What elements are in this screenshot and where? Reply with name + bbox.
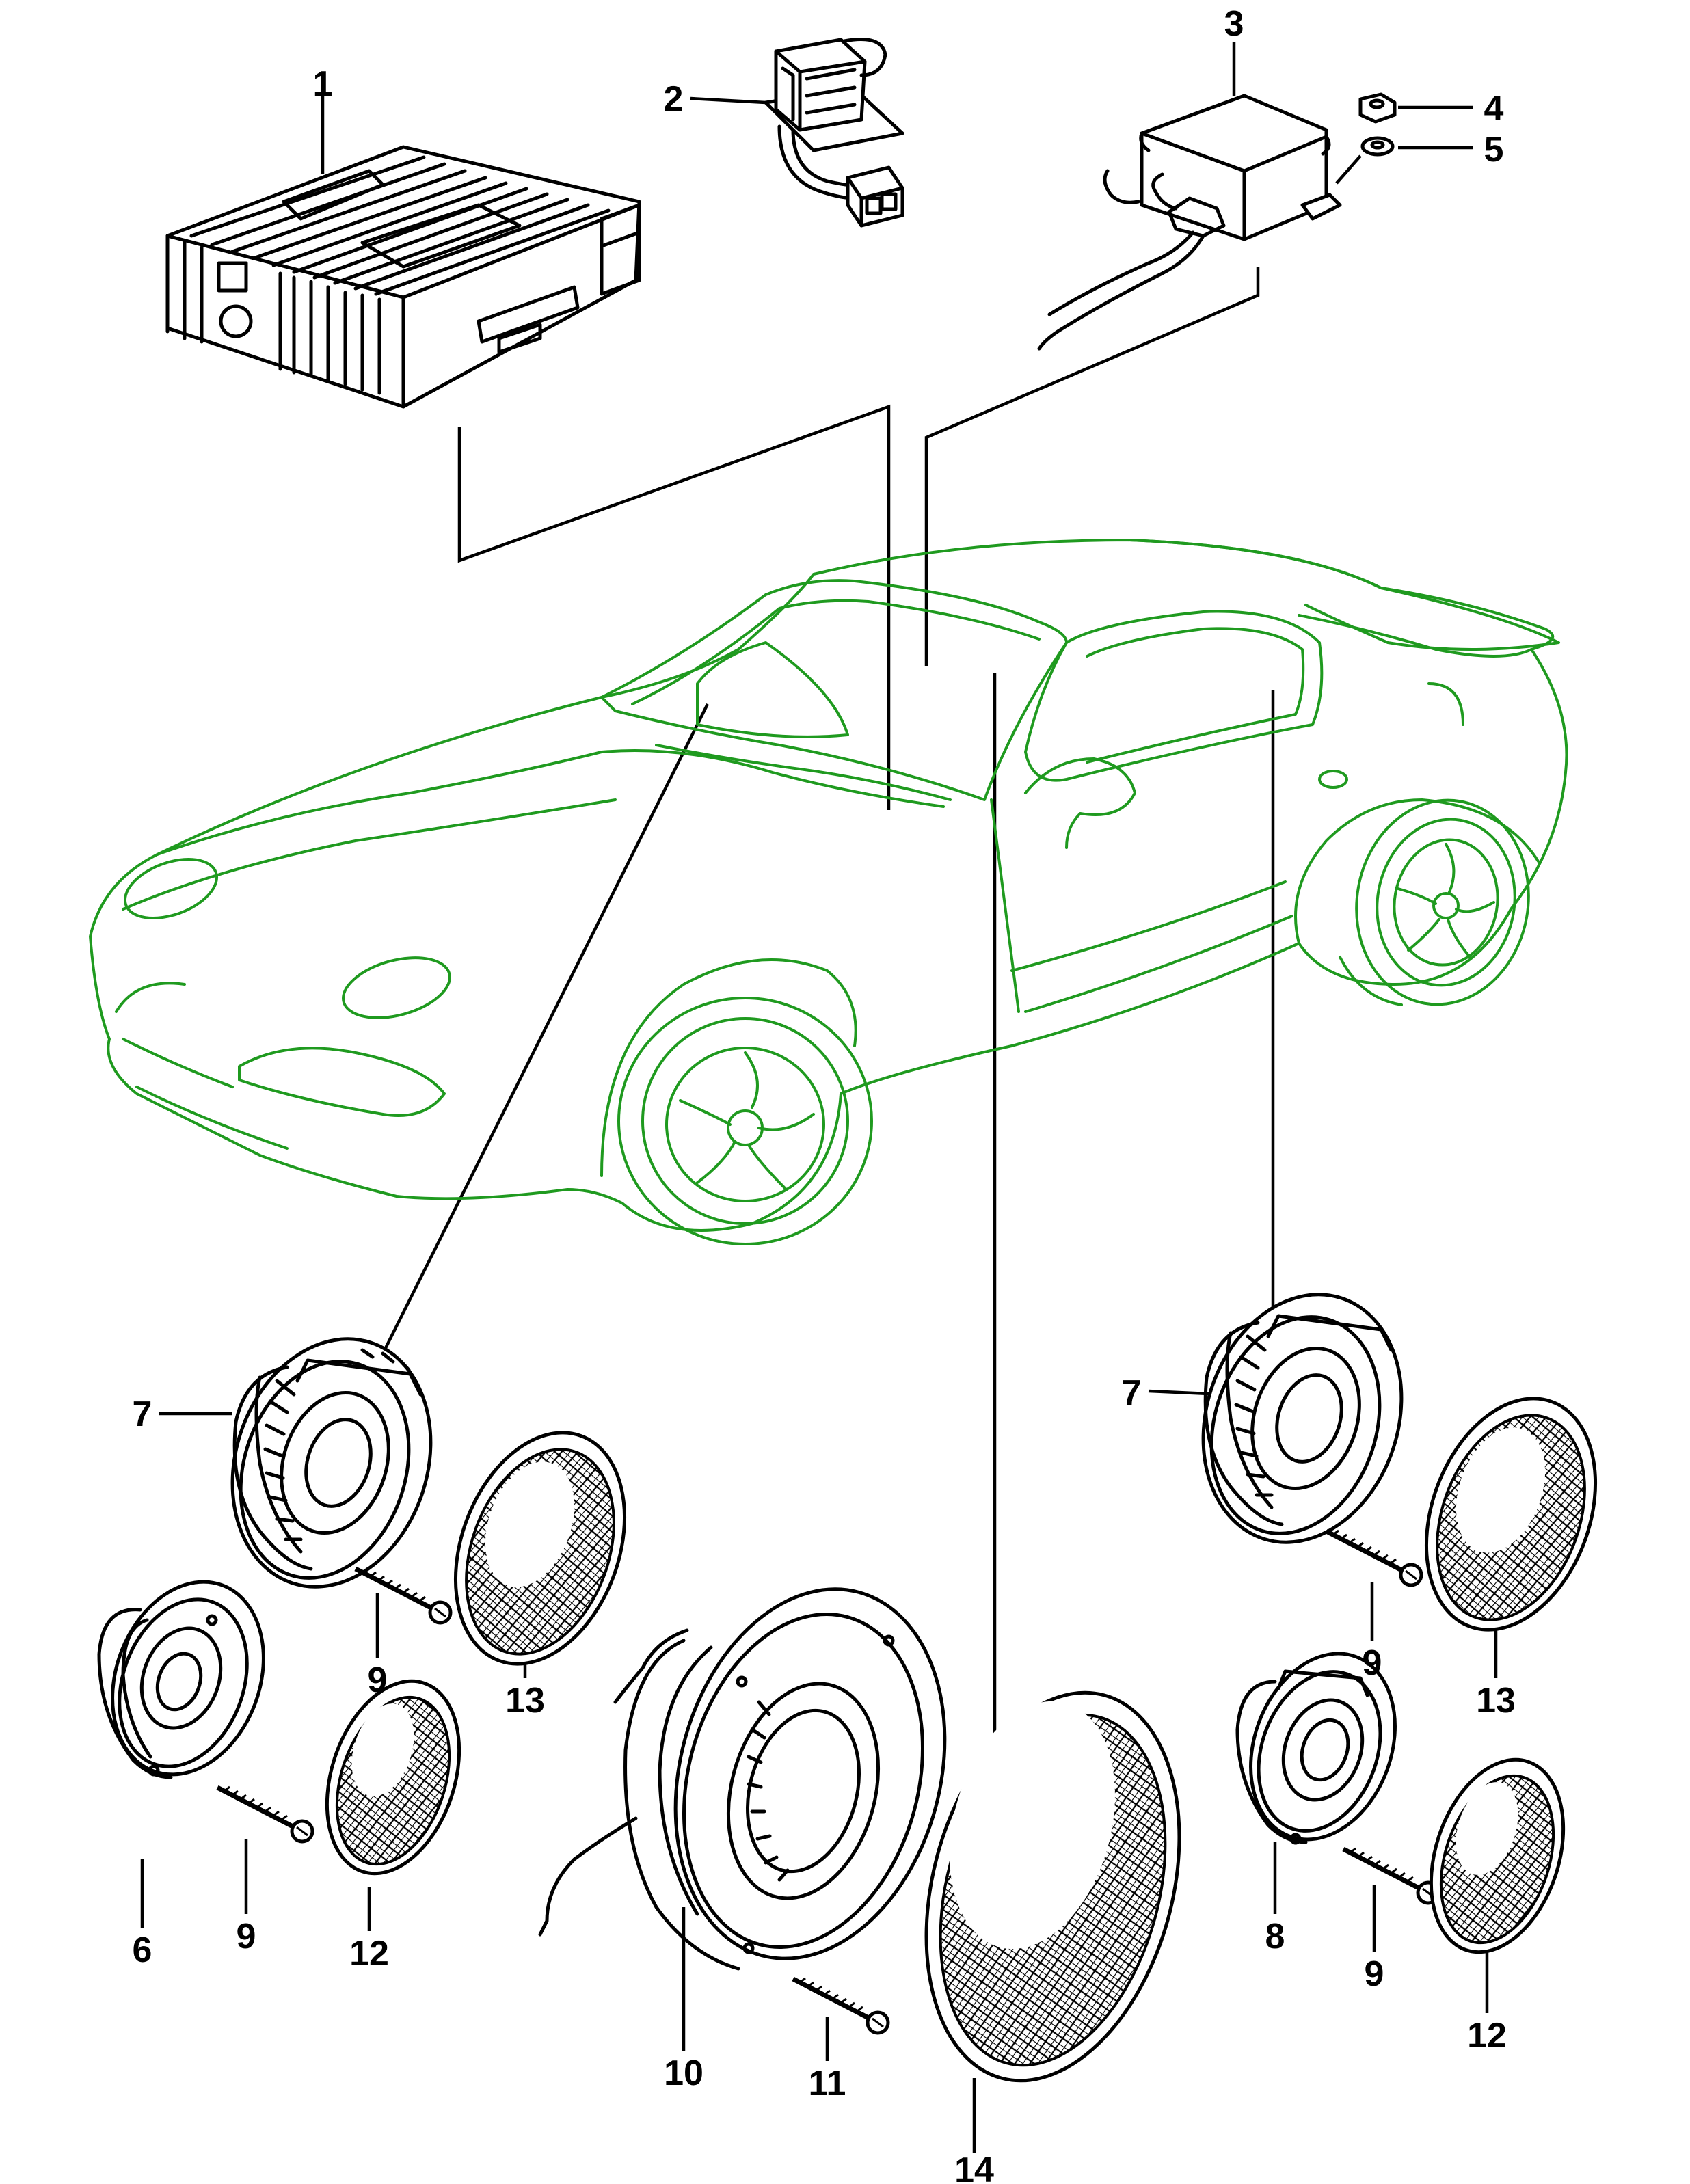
- callout-14: 14: [954, 2151, 994, 2184]
- control-unit-icon: [1037, 94, 1342, 351]
- washer-icon: [1360, 136, 1395, 157]
- speaker-icon: [1235, 1652, 1397, 1845]
- speaker-icon: [230, 1337, 433, 1589]
- callout-9-d: 9: [1365, 1954, 1384, 1994]
- callout-7-left: 7: [133, 1394, 152, 1434]
- callout-3: 3: [1224, 4, 1244, 44]
- nut-icon: [1358, 92, 1397, 124]
- callout-10: 10: [664, 2053, 703, 2093]
- car-outline-icon: [89, 539, 1568, 1245]
- callout-8: 8: [1265, 1917, 1285, 1956]
- callout-11: 11: [809, 2064, 846, 2103]
- callout-labels: 1 2 3 4 5 6 7 7 8 9 9 9 9 10 11 12 12 13…: [133, 4, 1516, 2184]
- screw-icon: [1343, 1848, 1438, 1903]
- callout-2: 2: [664, 79, 684, 119]
- callout-5: 5: [1484, 130, 1504, 170]
- callout-6: 6: [133, 1930, 152, 1970]
- callout-12-right: 12: [1467, 2016, 1507, 2055]
- callout-13-left: 13: [505, 1681, 545, 1721]
- callout-9-c: 9: [237, 1917, 256, 1956]
- speaker-icon: [538, 1587, 947, 1971]
- speaker-icon: [97, 1580, 265, 1779]
- screw-icon: [356, 1568, 451, 1623]
- callout-1: 1: [313, 64, 333, 104]
- speaker-grille-icon: [1424, 1397, 1598, 1632]
- callout-13-right: 13: [1476, 1681, 1516, 1721]
- callout-12-left: 12: [349, 1934, 389, 1973]
- screw-icon: [1326, 1531, 1421, 1585]
- callout-9-a: 9: [368, 1660, 388, 1700]
- callout-9-b: 9: [1363, 1643, 1382, 1683]
- speaker-grille-icon: [1429, 1757, 1566, 1954]
- callout-4: 4: [1484, 89, 1504, 129]
- screw-icon: [793, 1978, 888, 2033]
- speaker-grille-icon: [453, 1431, 627, 1666]
- speaker-icon: [1201, 1293, 1404, 1544]
- callout-7-right: 7: [1122, 1373, 1142, 1413]
- speaker-grille-icon: [325, 1679, 461, 1876]
- screw-icon: [217, 1787, 312, 1842]
- speaker-grille-icon: [924, 1690, 1181, 2083]
- amplifier-icon: [165, 145, 641, 409]
- transformer-icon: [764, 38, 904, 228]
